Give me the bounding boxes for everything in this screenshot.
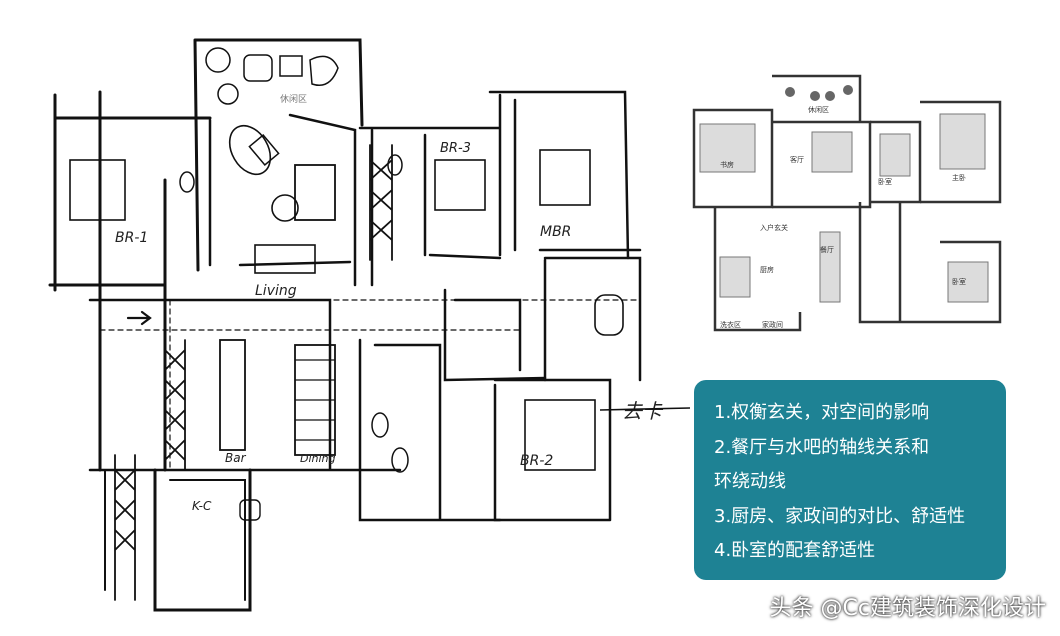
signature-stroke bbox=[599, 407, 690, 411]
ref-label-mbr: 主卧 bbox=[952, 173, 966, 182]
ref-label-br2: 卧室 bbox=[952, 277, 966, 286]
label-kc: K-C bbox=[192, 499, 212, 513]
label-br3: BR-3 bbox=[440, 141, 471, 156]
ref-label-dining: 餐厅 bbox=[820, 245, 834, 254]
ref-label-kitchen: 厨房 bbox=[760, 265, 774, 274]
label-dining: Dining bbox=[300, 452, 336, 465]
ref-label-laundry: 洗衣区 bbox=[720, 320, 741, 329]
note-line-1: 1.权衡玄关，对空间的影响 bbox=[714, 402, 930, 423]
note-line-3: 环绕动线 bbox=[714, 471, 786, 492]
ref-label-service: 家政间 bbox=[762, 320, 783, 329]
label-br2: BR-2 bbox=[520, 453, 553, 469]
ref-label-leisure: 休闲区 bbox=[808, 105, 829, 114]
label-bar: Bar bbox=[225, 451, 247, 465]
note-line-2: 2.餐厅与水吧的轴线关系和 bbox=[714, 436, 930, 458]
notes-card: 1.权衡玄关，对空间的影响 2.餐厅与水吧的轴线关系和 环绕动线 3.厨房、家政… bbox=[694, 380, 1006, 580]
signature: 去卡 bbox=[622, 399, 664, 423]
ref-label-living: 客厅 bbox=[790, 155, 804, 164]
watermark: 头条 @Cc建筑装饰深化设计 bbox=[769, 596, 1046, 621]
ref-label-br3: 卧室 bbox=[878, 177, 892, 186]
ref-label-entry: 入户玄关 bbox=[760, 223, 788, 232]
sketch-floor-plan: 休闲区 BR-1 BR-3 MBR Living BR-2 Bar Dining… bbox=[48, 38, 690, 612]
label-leisure: 休闲区 bbox=[280, 93, 307, 105]
label-mbr: MBR bbox=[540, 224, 571, 240]
ref-label-study: 书房 bbox=[720, 160, 734, 169]
label-living: Living bbox=[255, 283, 297, 299]
note-line-4: 3.厨房、家政间的对比、舒适性 bbox=[714, 505, 966, 527]
reference-floor-plan: 休闲区 书房 客厅 卧室 主卧 入户玄关 餐厅 厨房 洗衣区 家政间 卧室 bbox=[692, 74, 1002, 332]
note-line-5: 4.卧室的配套舒适性 bbox=[714, 540, 876, 561]
label-br1: BR-1 bbox=[115, 230, 148, 246]
